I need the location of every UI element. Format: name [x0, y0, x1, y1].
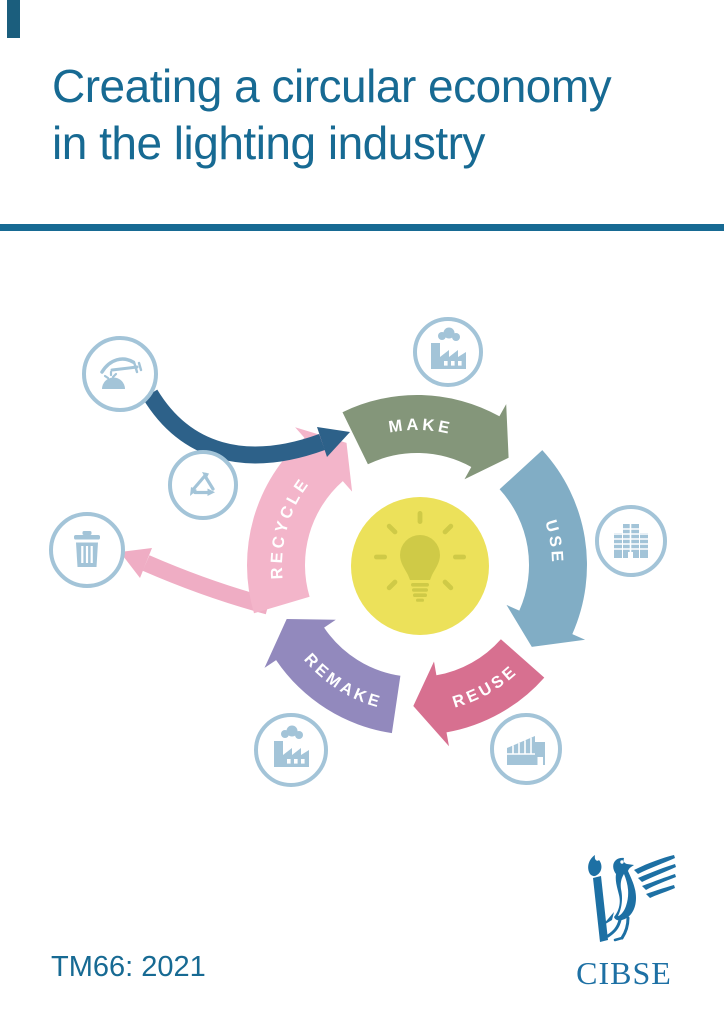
waste-arrow	[120, 548, 271, 615]
warehouse-icon	[490, 713, 562, 785]
stage-label-make: MAKE	[387, 416, 454, 438]
office-building-icon	[595, 505, 667, 577]
cibse-logo: CIBSE	[570, 854, 678, 992]
stage-arc-reuse	[413, 639, 545, 747]
doc-reference: TM66: 2021	[51, 951, 206, 983]
remake-factory-icon	[254, 713, 328, 787]
cibse-falcon-icon	[588, 855, 676, 942]
recycle-symbol-icon	[168, 450, 238, 520]
corner-tab	[7, 0, 20, 38]
stage-arc-remake	[264, 619, 401, 734]
title-line-1: Creating a circular economy	[52, 60, 612, 112]
raw-material-arrow	[142, 389, 350, 464]
divider-rule	[0, 224, 724, 231]
stage-arc-use	[499, 450, 587, 647]
title-line-2: in the lighting industry	[52, 117, 485, 169]
lightbulb-icon	[351, 497, 489, 635]
trash-bin-icon	[49, 512, 125, 588]
cibse-wordmark: CIBSE	[576, 955, 672, 991]
stage-arc-recycle	[247, 427, 353, 614]
page-title: Creating a circular economy in the light…	[52, 58, 672, 172]
factory-icon	[413, 317, 483, 387]
mining-pick-icon	[82, 336, 158, 412]
stage-arc-make	[342, 395, 509, 480]
